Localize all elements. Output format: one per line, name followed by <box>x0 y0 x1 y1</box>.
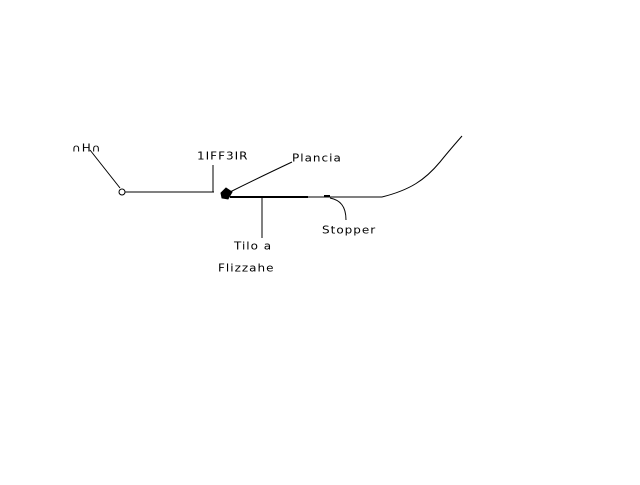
end-label-pointer <box>329 197 347 221</box>
label-end: Stopper <box>322 224 377 236</box>
label-top: 1IFF3IR <box>197 150 249 162</box>
right-curve <box>381 135 463 198</box>
label-bottom-line2: Flizzahe <box>218 262 275 274</box>
left-diagonal-line <box>89 149 121 189</box>
right-label-pointer <box>229 161 293 193</box>
knot-weight <box>220 187 233 200</box>
label-left: ∩H∩ <box>72 142 102 154</box>
left-loop <box>118 188 126 196</box>
label-right: Plancia <box>292 152 342 164</box>
label-bottom-line1: Tilo a <box>234 240 273 252</box>
